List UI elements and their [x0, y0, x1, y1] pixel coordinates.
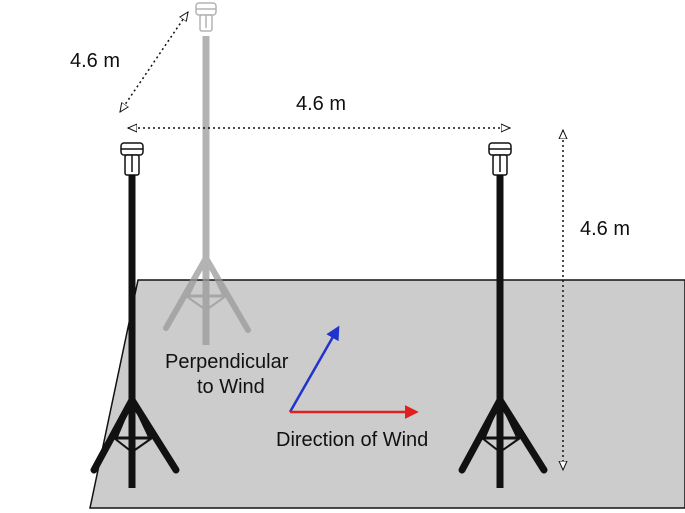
label-perpendicular-line1: Perpendicular [165, 351, 289, 373]
label-wind-direction: Direction of Wind [276, 429, 428, 451]
anemometer-sensor-icon [120, 142, 144, 176]
label-distance-horizontal: 4.6 m [296, 93, 346, 115]
tower-back-faded [163, 2, 251, 345]
label-distance-diagonal: 4.6 m [70, 50, 120, 72]
label-distance-vertical: 4.6 m [580, 218, 630, 240]
tower-right [458, 142, 548, 488]
anemometer-sensor-icon [488, 142, 512, 176]
ground-plane [89, 279, 685, 509]
tower-left [90, 142, 180, 488]
dimension-arrow-diagonal [120, 12, 188, 112]
anemometer-sensor-icon [195, 2, 217, 32]
perpendicular-arrow [288, 325, 340, 413]
label-perpendicular-line2: to Wind [197, 376, 265, 398]
